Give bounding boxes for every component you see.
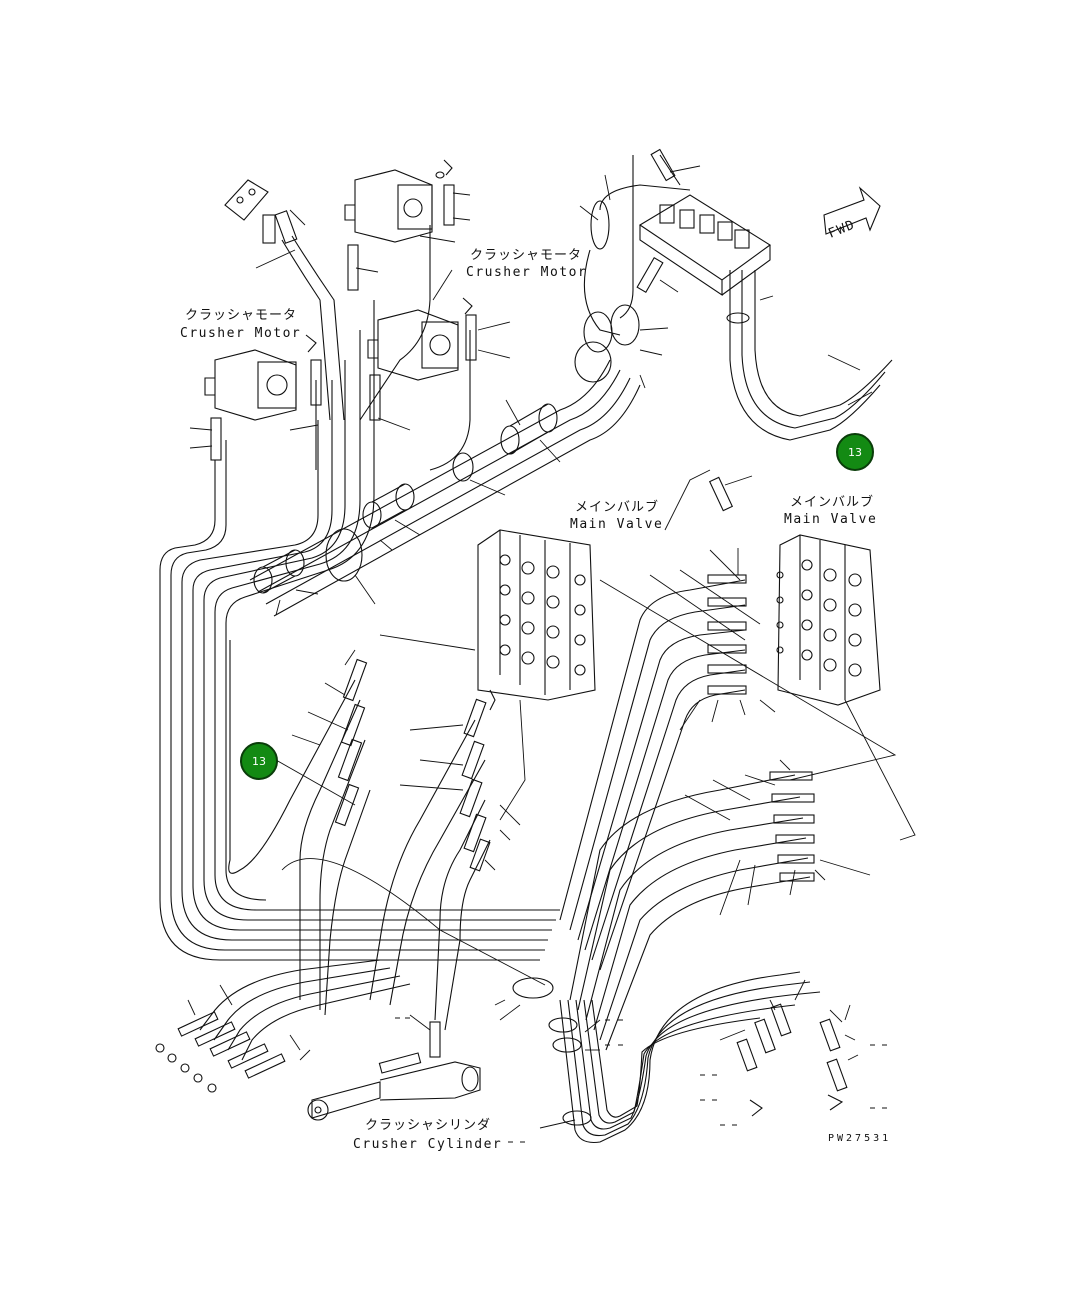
crusher-motor-top-label-jp: クラッシャモータ xyxy=(470,248,583,263)
crusher-cylinder xyxy=(307,1021,481,1121)
motor-hoses xyxy=(281,225,471,471)
main-valve-left-label-en: Main Valve xyxy=(570,517,664,532)
crusher-motor-left xyxy=(204,334,322,421)
right-valve-hoses xyxy=(559,579,746,971)
main-valve-left xyxy=(477,529,596,711)
crusher-motor-top xyxy=(344,159,455,243)
crusher-cylinder-label-en: Crusher Cylinder xyxy=(353,1137,503,1152)
main-valve-right xyxy=(776,534,881,706)
main-valve-right-label-en: Main Valve xyxy=(784,512,878,527)
left-hose-bundle xyxy=(159,300,560,961)
left-valve-fittings xyxy=(334,658,491,872)
dash-marks xyxy=(395,1017,887,1143)
main-valve-left-label-jp: メインバルブ xyxy=(575,500,660,515)
pilot-hose-loop xyxy=(583,155,893,441)
crusher-motor-top-label-en: Crusher Motor xyxy=(466,265,588,280)
left-valve-hoses xyxy=(228,640,491,1031)
leader-lines xyxy=(187,165,916,1129)
control-valve xyxy=(636,148,771,297)
right-valve-fittings xyxy=(707,476,815,882)
right-lower-hoses xyxy=(569,774,811,1051)
crusher-motor-left-label-en: Crusher Motor xyxy=(180,326,302,341)
drawing-code: PW27531 xyxy=(828,1133,892,1144)
center-hose-run xyxy=(249,359,641,617)
crusher-motor-middle xyxy=(367,297,477,381)
crusher-motor-left-label-jp: クラッシャモータ xyxy=(185,308,298,323)
bottom-right-hose-bundle xyxy=(559,971,821,1144)
mount-bracket xyxy=(210,179,381,461)
lower-left-hoses xyxy=(199,959,411,1061)
callout-13-badge[interactable]: 13 xyxy=(240,742,278,780)
callout-13-badge[interactable]: 13 xyxy=(836,433,874,471)
hose-clamps xyxy=(253,200,750,1126)
bottom-right-fittings xyxy=(736,1003,848,1117)
fwd-arrow xyxy=(823,186,881,235)
bottom-left-fittings xyxy=(155,1011,286,1093)
crusher-cylinder-label-jp: クラッシャシリンダ xyxy=(365,1118,492,1133)
main-valve-right-label-jp: メインバルブ xyxy=(790,495,875,510)
